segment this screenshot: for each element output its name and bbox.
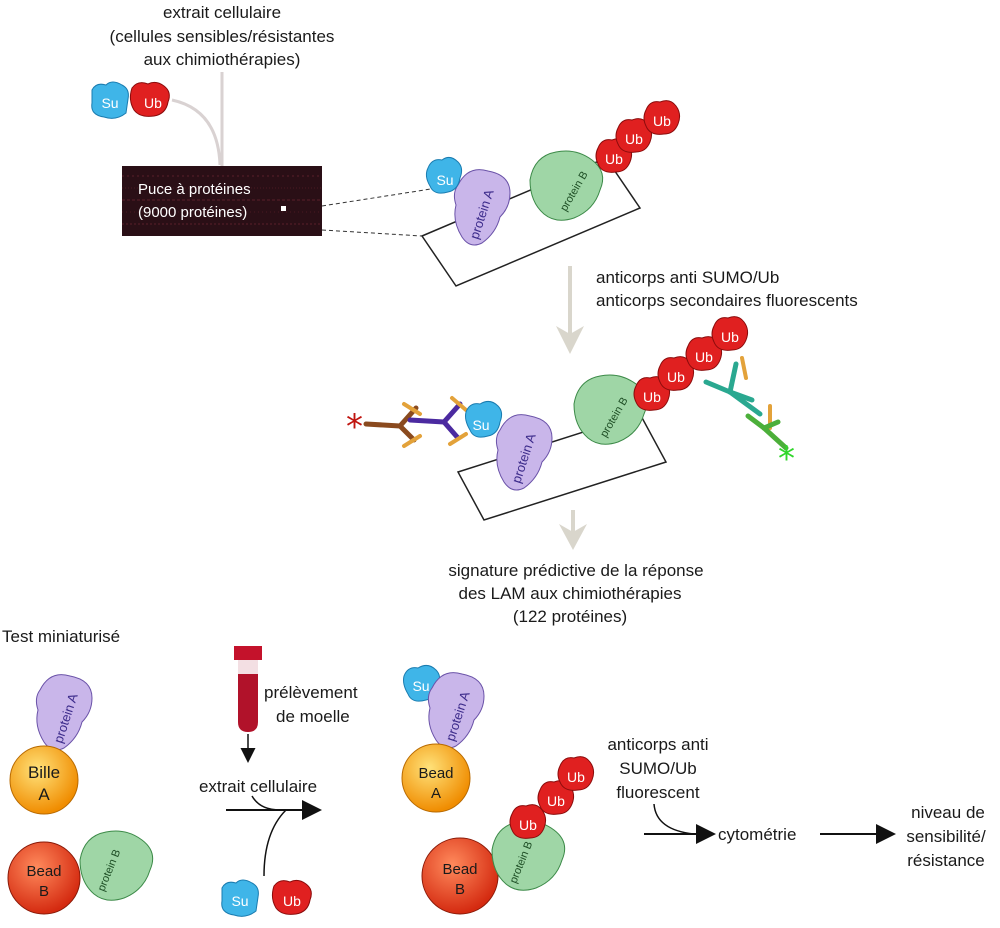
ub-label: Ub	[643, 389, 661, 405]
ub-label: Ub	[721, 329, 739, 345]
bead-letter-a: A	[431, 785, 441, 802]
ub-label: Ub	[695, 349, 713, 365]
result-line3: résistance	[907, 851, 984, 870]
protein-b-top: protein B	[529, 150, 604, 221]
fluorophore-red-icon: *	[346, 407, 363, 447]
ub-label: Ub	[547, 793, 565, 809]
bille-label: Bille	[28, 763, 60, 782]
protein-a-bottom-left: protein A	[35, 674, 93, 751]
ub-chain-top: Ub Ub Ub	[595, 100, 681, 173]
merge-arrow	[226, 795, 322, 877]
ub-tag: Ub	[557, 756, 595, 791]
ub-tag: Ub	[633, 376, 671, 411]
zoom-line-bottom	[321, 229, 423, 237]
result-line2: sensibilité/	[906, 827, 986, 846]
signature-line3: (122 protéines)	[513, 607, 627, 626]
signature-line1: signature prédictive de la réponse	[448, 561, 703, 580]
extract-label-line3: aux chimiothérapies)	[144, 50, 301, 69]
cytometry-label: cytométrie	[718, 825, 796, 844]
signature-line2: des LAM aux chimiothérapies	[458, 584, 681, 603]
su-tag-bottom: Su	[221, 879, 259, 917]
ub-label: Ub	[519, 817, 537, 833]
ab-line3: fluorescent	[616, 783, 699, 802]
chip-spot	[281, 206, 286, 211]
protein-chip: Puce à protéines (9000 protéines)	[122, 166, 322, 236]
bille-a: Bille A	[9, 745, 79, 815]
secondary-antibody-green-icon	[745, 404, 789, 451]
chip-label-line1: Puce à protéines	[138, 181, 251, 198]
protein-b-bottom-left: protein B	[79, 830, 154, 901]
bead-letter-a: A	[38, 785, 50, 804]
ub-tag-top: Ub	[129, 81, 170, 117]
fluorophore-green-icon: *	[778, 439, 795, 479]
bead-label: Bead	[442, 861, 477, 878]
modifier-connector	[171, 98, 222, 166]
ub-label: Ub	[605, 151, 623, 167]
primary-antibody-purple-icon	[407, 396, 468, 446]
ab-line1: anticorps anti	[607, 735, 708, 754]
sample-line1: prélèvement	[264, 683, 358, 702]
ub-chain-bottom: Ub Ub Ub	[509, 756, 595, 839]
ub-tag: Ub	[537, 780, 575, 815]
bead-label: Bead	[26, 863, 61, 880]
extract-label-line1: extrait cellulaire	[163, 3, 281, 22]
step2-line2: anticorps secondaires fluorescents	[596, 291, 858, 310]
sample-line2: de moelle	[276, 707, 350, 726]
protein-a-bottom-right: protein A	[427, 672, 485, 749]
bead-label: Bead	[418, 765, 453, 782]
bead-a: Bead A	[401, 743, 471, 813]
step2-line1: anticorps anti SUMO/Ub	[596, 268, 779, 287]
bead-b-left: Bead B	[7, 841, 81, 915]
ub-label: Ub	[144, 95, 162, 111]
bottom-title: Test miniaturisé	[2, 627, 120, 646]
ub-tag: Ub	[657, 356, 695, 391]
gray-arrow-2	[559, 510, 587, 550]
ub-tag: Ub	[615, 118, 653, 153]
secondary-antibody-brown-icon	[363, 402, 422, 448]
su-label: Su	[436, 172, 453, 188]
ub-label: Ub	[567, 769, 585, 785]
extract-label-line2: (cellules sensibles/résistantes	[110, 27, 335, 46]
protein-b-middle: protein B	[573, 374, 648, 445]
ub-label: Ub	[667, 369, 685, 385]
su-label: Su	[412, 678, 429, 694]
primary-antibody-teal-icon	[703, 356, 763, 417]
ub-tag: Ub	[643, 100, 681, 135]
bead-letter-b: B	[455, 881, 465, 898]
su-label: Su	[101, 95, 118, 111]
bead-letter-b: B	[39, 883, 49, 900]
ub-tag-bottom: Ub	[271, 879, 312, 915]
su-on-protein-a-top: Su	[425, 156, 463, 194]
su-label: Su	[231, 893, 248, 909]
protein-a-top: protein A	[453, 169, 511, 246]
extract-label-bottom: extrait cellulaire	[199, 777, 317, 796]
ub-tag: Ub	[711, 316, 749, 351]
zoom-line-top	[321, 185, 451, 207]
bead-b-right: Bead B	[421, 837, 499, 915]
gray-arrow-1	[556, 266, 584, 354]
result-line1: niveau de	[911, 803, 985, 822]
ab-line2: SUMO/Ub	[619, 759, 696, 778]
protein-a-middle: protein A	[495, 414, 553, 491]
ub-label: Ub	[625, 131, 643, 147]
protein-b-bottom-right: protein B	[491, 820, 566, 891]
ub-tag: Ub	[509, 804, 547, 839]
ub-tag: Ub	[685, 336, 723, 371]
ub-label: Ub	[283, 893, 301, 909]
ub-chain-middle: Ub Ub Ub Ub	[633, 316, 749, 411]
su-on-protein-a-middle: Su	[465, 400, 503, 438]
su-tag-top: Su	[91, 81, 129, 119]
ub-label: Ub	[653, 113, 671, 129]
spot-platform-middle	[456, 413, 668, 521]
su-label: Su	[472, 417, 489, 433]
cytometry-arrow	[644, 803, 716, 844]
chip-label-line2: (9000 protéines)	[138, 204, 247, 221]
blood-tube-icon	[234, 646, 262, 732]
